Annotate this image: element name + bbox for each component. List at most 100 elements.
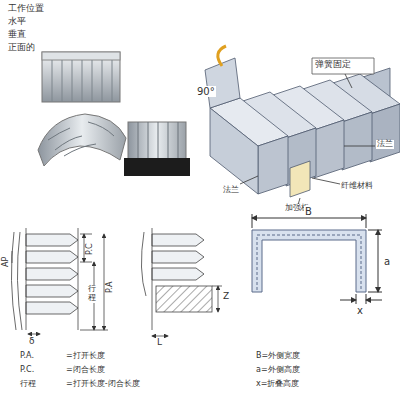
legend-term: P.A. <box>20 352 34 361</box>
note-text: 正面的 <box>8 43 35 53</box>
cover-3d <box>344 146 375 147</box>
cross-section <box>252 230 366 292</box>
cover-3d <box>290 161 310 197</box>
product-photo <box>62 60 63 102</box>
product-photo <box>52 60 112 102</box>
product-photo <box>82 60 83 102</box>
fold-profile <box>26 302 78 314</box>
product-photo <box>88 122 114 136</box>
product-photo <box>52 60 53 102</box>
legend-definition: a=外侧高度 <box>256 366 300 375</box>
product-photo <box>48 128 70 140</box>
product-photo <box>158 122 159 160</box>
cross-section <box>366 300 382 301</box>
fold-profile <box>26 234 78 314</box>
cover-3d <box>370 104 400 162</box>
product-photo <box>138 122 139 160</box>
product-photo <box>38 114 126 166</box>
note-text: 水平 <box>8 17 26 27</box>
product-photo <box>168 122 169 160</box>
note-text: 垂直 <box>8 30 26 40</box>
cross-section <box>378 230 379 292</box>
fold-profile <box>218 286 219 312</box>
fold-profile <box>12 251 13 263</box>
note-text: 工作位置 <box>8 4 44 14</box>
product-photo <box>178 122 179 160</box>
product-photo <box>64 144 96 156</box>
cross-section <box>340 300 356 301</box>
fold-profile <box>26 285 78 297</box>
product-photo <box>124 122 190 176</box>
cross-section <box>368 230 382 231</box>
fold-profile <box>28 334 40 335</box>
product-photo <box>138 122 178 160</box>
part-name: 法兰 <box>376 140 394 149</box>
product-photo <box>42 52 120 102</box>
product-photo <box>55 136 82 150</box>
product-photo <box>112 60 113 102</box>
dimension-label: a <box>383 256 391 267</box>
fold-profile <box>156 286 212 312</box>
product-photo <box>38 114 126 166</box>
fold-profile <box>212 286 222 287</box>
cover-3d <box>342 112 372 170</box>
cross-section <box>252 218 366 219</box>
cross-section <box>252 214 382 304</box>
cross-section <box>368 292 382 293</box>
angle-label: 90° <box>196 86 216 97</box>
cover-3d <box>312 58 374 74</box>
product-photo <box>42 52 120 102</box>
fold-profile <box>11 228 108 334</box>
fold-profile <box>26 268 78 280</box>
part-name: 弹簧固定 <box>315 60 351 70</box>
dimension-label: AP <box>2 256 11 268</box>
fold-profile <box>26 228 27 330</box>
fold-profile <box>152 234 204 280</box>
cover-3d <box>210 108 258 194</box>
dimension-label: L <box>156 338 163 348</box>
cover-3d <box>312 178 340 184</box>
legend-definition: B=外侧宽度 <box>256 352 300 361</box>
fold-profile <box>104 234 105 330</box>
dimension-label: P.A <box>106 280 115 294</box>
fold-profile <box>11 232 16 330</box>
cross-section <box>366 294 367 304</box>
fold-profile <box>17 232 22 330</box>
fold-profile <box>152 336 168 337</box>
cover-3d <box>240 176 258 184</box>
cross-section <box>252 214 382 304</box>
cover-3d <box>205 46 400 205</box>
fold-profile <box>152 234 204 246</box>
part-name: 纤维材料 <box>340 182 374 191</box>
dimension-label: 行程 <box>87 285 97 303</box>
dimension-label: Z <box>222 292 230 302</box>
fold-profile <box>78 228 79 330</box>
legend-term: 行程 <box>20 380 36 389</box>
cross-section <box>366 214 367 228</box>
product-photo <box>124 158 190 176</box>
fold-profile <box>152 251 204 263</box>
cross-section <box>252 214 253 228</box>
part-name: 法兰 <box>222 186 240 195</box>
cover-3d <box>345 74 352 88</box>
legend-definition: x=折叠高度 <box>256 380 299 389</box>
fold-profile <box>80 234 92 235</box>
dimension-label: P.C <box>86 242 95 256</box>
cover-3d <box>314 120 344 178</box>
fold-profile <box>84 234 85 262</box>
legend-definition: =打开长度-闭合长度 <box>66 380 140 389</box>
product-photo <box>102 60 103 102</box>
product-photo <box>148 122 149 160</box>
dimension-label: δ <box>28 337 36 347</box>
cross-section <box>356 294 357 304</box>
legend-definition: =打开长度 <box>66 352 105 361</box>
cross-section <box>257 235 361 290</box>
fold-profile <box>26 251 78 263</box>
cover-3d <box>218 46 226 66</box>
product-photo <box>48 122 114 156</box>
fold-profile <box>141 228 222 336</box>
product-photo <box>42 52 120 60</box>
fold-profile <box>152 268 204 280</box>
product-photo <box>128 122 186 160</box>
